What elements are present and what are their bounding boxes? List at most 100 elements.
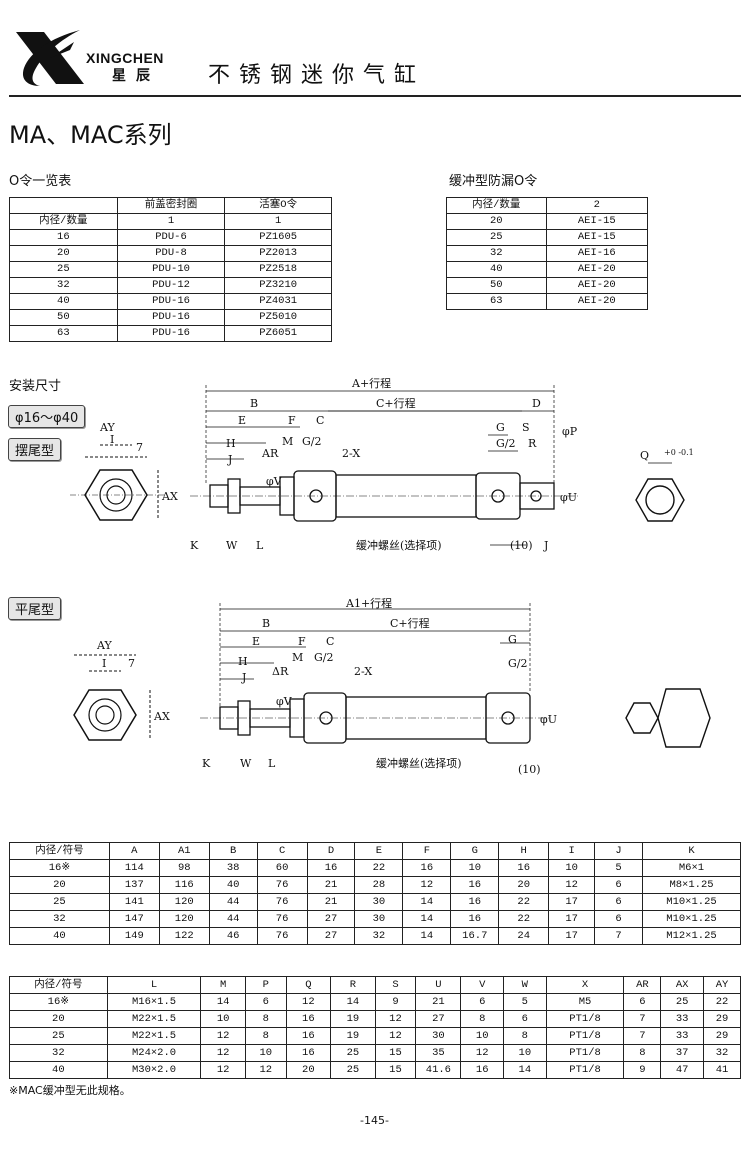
label-V: φV	[276, 695, 293, 708]
table-cell: PDU-8	[116, 245, 226, 262]
table-cell: 28	[354, 876, 404, 894]
table-cell: 9	[374, 993, 417, 1011]
table-cell: 47	[660, 1061, 704, 1079]
table-cell: A1	[158, 842, 210, 860]
table-cell: 147	[108, 910, 160, 928]
table-cell: 32	[354, 927, 404, 945]
label-K: K	[190, 539, 199, 552]
table-cell: 32	[9, 1044, 108, 1062]
table-cell: X	[545, 976, 625, 994]
label-J: J	[241, 671, 246, 684]
dimension-lines	[219, 603, 531, 707]
table-cell: 114	[108, 859, 160, 877]
table-cell: 12	[374, 1010, 417, 1028]
table-header-row: 前盖密封圈 活塞O令	[9, 197, 332, 214]
front-view	[70, 444, 164, 521]
table-cell: 16	[450, 876, 500, 894]
table-cell: 33	[660, 1027, 704, 1045]
dimension-lines	[205, 385, 555, 546]
table-cell: 8	[244, 1010, 287, 1028]
table-cell: 25	[330, 1044, 376, 1062]
table-cell: 15	[374, 1044, 417, 1062]
rear-view	[635, 462, 685, 522]
table-cell: 16	[498, 859, 550, 877]
table-cell: PT1/8	[545, 1044, 625, 1062]
table-cell: 14	[330, 993, 376, 1011]
label-W: W	[226, 539, 238, 552]
table-cell: PZ2518	[224, 261, 332, 278]
label-Q: Q	[640, 449, 649, 462]
table-cell: 10	[460, 1027, 505, 1045]
label-2X: 2-X	[342, 447, 360, 460]
table-cell: 14	[402, 927, 452, 945]
table-cell: D	[306, 842, 356, 860]
table-cell: 25	[9, 1027, 108, 1045]
table-cell: A	[108, 842, 160, 860]
table-cell: M10×1.25	[641, 910, 742, 928]
label-G2b: G/2	[508, 657, 528, 670]
table-cell: 141	[108, 893, 160, 911]
label-H: H	[238, 655, 248, 668]
table-cell: 21	[306, 893, 356, 911]
table-cell: C	[256, 842, 308, 860]
table-cell: 20	[9, 1010, 108, 1028]
table-cell: PT1/8	[545, 1010, 625, 1028]
label-C: C	[316, 414, 324, 427]
label-L: L	[256, 539, 264, 552]
label-10: (10)	[518, 763, 541, 776]
table-cell: 12	[460, 1044, 505, 1062]
label-M: M	[282, 435, 293, 448]
table-cell: 10	[244, 1044, 287, 1062]
table-cell: 16.7	[450, 927, 500, 945]
table-cell: 30	[354, 893, 404, 911]
table-cell: M	[200, 976, 246, 994]
label-10: (10)	[510, 539, 533, 552]
table-cell: L	[106, 976, 202, 994]
label-AY: AY	[99, 421, 115, 434]
table-cell: K	[641, 842, 742, 860]
table-cell: PDU-16	[116, 309, 226, 326]
label-E: E	[252, 635, 260, 648]
label-L: L	[268, 757, 276, 770]
table-cell: 63	[446, 293, 547, 310]
table-cell: 14	[200, 993, 246, 1011]
table-cell: 6	[623, 993, 662, 1011]
table-cell: P	[244, 976, 287, 994]
table-cell: 14	[503, 1061, 547, 1079]
table-cell: AEI-20	[545, 277, 649, 294]
table-cell: 32	[702, 1044, 742, 1062]
table-cell: M5	[545, 993, 625, 1011]
cushion-screw-label: 缓冲螺丝(选择项)	[356, 538, 442, 552]
table-cell: 40	[9, 927, 110, 945]
table-cell: E	[354, 842, 404, 860]
label-I: I	[102, 657, 106, 670]
table-cell: AEI-20	[545, 261, 649, 278]
table-cell: AEI-20	[545, 293, 649, 310]
table-cell: V	[460, 976, 505, 994]
table-cell: 25	[660, 993, 704, 1011]
table-cell: 20	[446, 213, 547, 230]
table-cell: 20	[285, 1061, 332, 1079]
table-cell: PZ2013	[224, 245, 332, 262]
label-H: H	[226, 437, 236, 450]
table-cell: 25	[330, 1061, 376, 1079]
table-cell: 27	[306, 927, 356, 945]
table-cell: 12	[200, 1061, 246, 1079]
label-S: S	[522, 421, 530, 434]
label-J: J	[227, 453, 232, 466]
table-cell: 10	[200, 1010, 246, 1028]
label-2X: 2-X	[354, 665, 372, 678]
label-B: B	[262, 617, 270, 630]
table-cell: 17	[548, 910, 596, 928]
table-cell: 8	[623, 1044, 662, 1062]
table-cell: PDU-16	[116, 293, 226, 310]
table-cell: 1	[116, 213, 226, 230]
brand-english: XINGCHEN	[86, 50, 164, 66]
cylinder-side-view	[190, 470, 580, 522]
